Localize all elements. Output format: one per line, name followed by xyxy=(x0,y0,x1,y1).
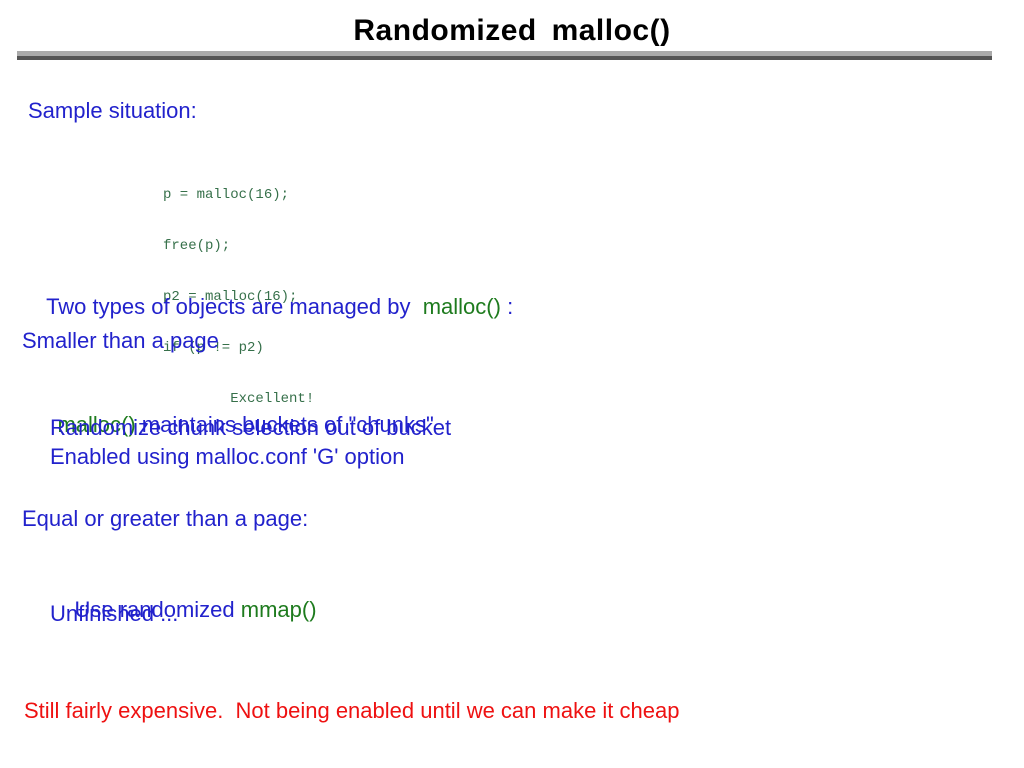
sample-situation-label: Sample situation: xyxy=(28,98,197,123)
use-randomized-prefix: Use randomized xyxy=(74,597,241,622)
two-types-suffix: : xyxy=(500,294,514,319)
bullet-enabled: Enabled using malloc.conf 'G' option xyxy=(50,444,405,469)
two-types-line: Two types of objects are managed by mall… xyxy=(22,268,513,346)
footer-note: Still fairly expensive. Not being enable… xyxy=(24,698,680,723)
buckets-rest: maintains buckets of "chunks" xyxy=(135,412,434,437)
mmap-keyword: mmap() xyxy=(240,597,317,622)
smaller-heading: Smaller than a page xyxy=(22,328,219,353)
code-line: free(p); xyxy=(163,238,231,254)
malloc-keyword: malloc() xyxy=(57,412,136,437)
code-line: p = malloc(16); xyxy=(163,187,290,203)
use-randomized-line: Use randomized mmap() xyxy=(50,571,317,649)
unfinished-line: Unfinished ... xyxy=(50,601,179,626)
code-line: if (p != p2) xyxy=(163,340,264,356)
title-rule-light xyxy=(17,51,992,56)
code-block: p = malloc(16); free(p); p2 = malloc(16)… xyxy=(163,153,314,442)
buckets-line: malloc() maintains buckets of "chunks" xyxy=(33,386,434,464)
malloc-keyword: malloc() xyxy=(422,294,501,319)
two-types-prefix: Two types of objects are managed by xyxy=(46,294,423,319)
code-line: Excellent! xyxy=(163,391,315,407)
code-line: p2 = malloc(16); xyxy=(163,289,298,305)
equal-heading: Equal or greater than a page: xyxy=(22,506,309,531)
bullet-randomize: Randomize chunk selection out of bucket xyxy=(50,415,452,440)
title-rule-dark xyxy=(17,56,992,60)
slide-title: Randomized malloc() xyxy=(353,14,671,47)
